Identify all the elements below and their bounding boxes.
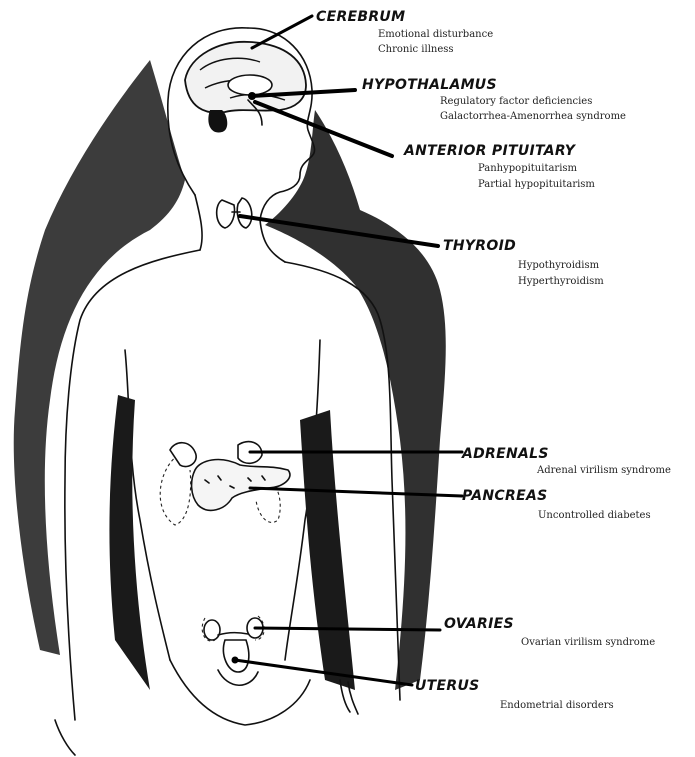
leader-cerebrum [252, 16, 312, 48]
ovaries-condition-1: Ovarian virilism syndrome [521, 637, 655, 648]
adrenals-title: ADRENALS [461, 446, 549, 462]
label-cerebrum: CEREBRUM Emotional disturbance Chronic i… [316, 9, 493, 55]
adrenals-condition-1: Adrenal virilism syndrome [536, 465, 671, 476]
hypothalamus-condition-2: Galactorrhea-Amenorrhea syndrome [440, 111, 626, 122]
label-anterior-pituitary: ANTERIOR PITUITARY Panhypopituitarism Pa… [403, 143, 595, 190]
hypothalamus-condition-1: Regulatory factor deficiencies [440, 96, 592, 107]
label-adrenals: ADRENALS Adrenal virilism syndrome [461, 446, 671, 476]
pancreas-title: PANCREAS [462, 488, 547, 504]
label-thyroid: THYROID Hypothyroidism Hyperthyroidism [443, 238, 604, 287]
reproductive-organs-illustration [202, 616, 264, 685]
pancreas-condition-1: Uncontrolled diabetes [538, 510, 651, 521]
uterus-condition-1: Endometrial disorders [500, 700, 614, 711]
anterior-pituitary-title: ANTERIOR PITUITARY [403, 143, 577, 159]
thyroid-title: THYROID [443, 238, 516, 254]
label-ovaries: OVARIES Ovarian virilism syndrome [444, 616, 655, 648]
thyroid-illustration [217, 198, 252, 228]
thyroid-condition-2: Hyperthyroidism [518, 276, 604, 287]
label-pancreas: PANCREAS Uncontrolled diabetes [462, 488, 651, 521]
uterus-title: UTERUS [415, 678, 480, 694]
cerebrum-condition-1: Emotional disturbance [378, 29, 493, 40]
label-hypothalamus: HYPOTHALAMUS Regulatory factor deficienc… [362, 77, 626, 122]
thyroid-condition-1: Hypothyroidism [518, 260, 600, 271]
anterior-pituitary-condition-1: Panhypopituitarism [478, 163, 578, 174]
abdominal-organs-illustration [160, 442, 290, 525]
hypothalamus-title: HYPOTHALAMUS [362, 77, 497, 93]
cerebrum-title: CEREBRUM [316, 9, 405, 25]
brain-illustration [185, 42, 306, 133]
body-shadow [14, 60, 446, 690]
anterior-pituitary-condition-2: Partial hypopituitarism [478, 179, 595, 190]
label-uterus: UTERUS Endometrial disorders [415, 678, 614, 711]
cerebrum-condition-2: Chronic illness [378, 44, 454, 55]
ovaries-title: OVARIES [444, 616, 514, 632]
leader-ovaries [255, 628, 440, 630]
